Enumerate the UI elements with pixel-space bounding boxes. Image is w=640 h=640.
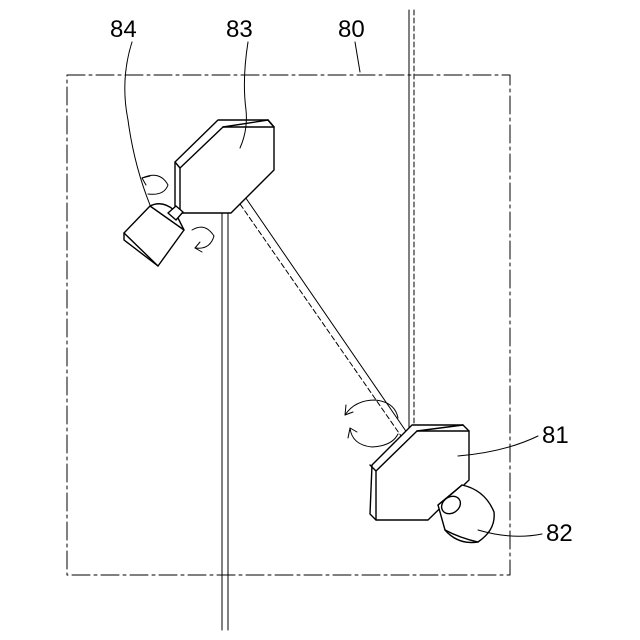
ref-label-81: 81 bbox=[542, 424, 569, 448]
ref-label-80: 80 bbox=[338, 18, 365, 42]
ref-label-82: 82 bbox=[546, 522, 573, 546]
incoming-beam-vertical bbox=[409, 10, 414, 460]
mirror-83 bbox=[175, 120, 274, 213]
rotation-arrows-81 bbox=[345, 400, 398, 447]
ref-label-83: 83 bbox=[226, 18, 253, 42]
ref-label-84: 84 bbox=[110, 18, 137, 42]
leader-lines bbox=[125, 42, 542, 536]
motor-84 bbox=[124, 204, 184, 266]
diagonal-beam bbox=[222, 172, 412, 446]
outgoing-beam-vertical bbox=[222, 168, 228, 630]
